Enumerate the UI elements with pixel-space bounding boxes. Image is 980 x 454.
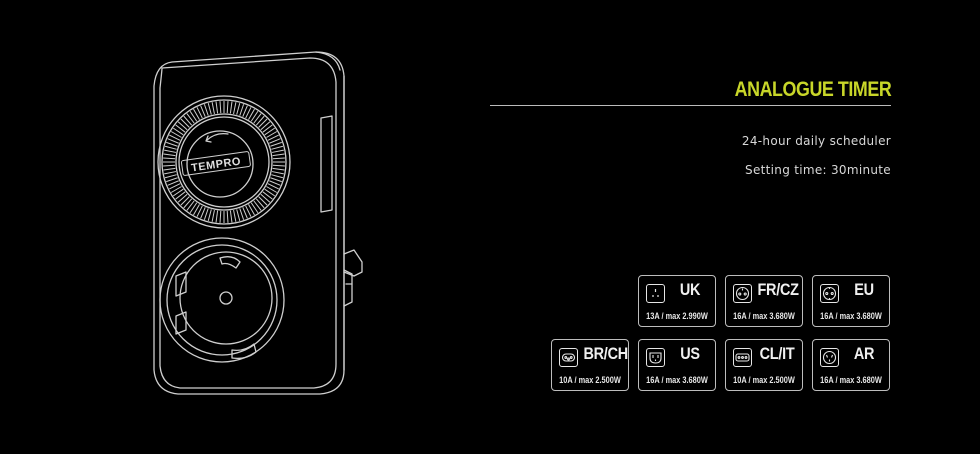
title-divider <box>490 105 891 106</box>
plug-code: AR <box>853 344 875 363</box>
plug-rating: 13A / max 2.990W <box>646 311 708 321</box>
ar-socket-icon <box>820 348 839 367</box>
plug-code: UK <box>679 280 701 299</box>
plug-badge-uk: UK 13A / max 2.990W <box>638 275 716 327</box>
plug-badge-brch: BR/CH 10A / max 2.500W <box>551 339 629 391</box>
plug-rating: 16A / max 3.680W <box>820 375 882 385</box>
plug-rating: 16A / max 3.680W <box>733 311 795 321</box>
plug-rating: 10A / max 2.500W <box>559 375 621 385</box>
uk-socket-icon <box>646 284 665 303</box>
plug-rating: 10A / max 2.500W <box>733 375 795 385</box>
plug-badge-ar: AR 16A / max 3.680W <box>812 339 890 391</box>
plug-code: CL/IT <box>759 344 795 363</box>
plug-badge-us: US 16A / max 3.680W <box>638 339 716 391</box>
br-ch-socket-icon <box>559 348 578 367</box>
page-title: ANALOGUE TIMER <box>734 78 891 101</box>
plug-code: BR/CH <box>583 344 628 363</box>
timer-dial-ticks <box>163 101 285 223</box>
plug-code: US <box>680 344 700 363</box>
plug-code: EU <box>854 280 874 299</box>
us-socket-icon <box>646 348 665 367</box>
fr-cz-socket-icon <box>733 284 752 303</box>
plug-badge-eu: EU 16A / max 3.680W <box>812 275 890 327</box>
plug-badge-frcz: FR/CZ 16A / max 3.680W <box>725 275 803 327</box>
plug-rating: 16A / max 3.680W <box>820 311 882 321</box>
timer-product-illustration: TEMPRO <box>153 51 363 395</box>
spec-scheduler: 24-hour daily scheduler <box>741 134 891 148</box>
eu-socket-icon <box>820 284 839 303</box>
plug-code: FR/CZ <box>757 280 799 299</box>
spec-setting-time: Setting time: 30minute <box>745 163 891 177</box>
cl-it-socket-icon <box>733 348 752 367</box>
plug-badge-clit: CL/IT 10A / max 2.500W <box>725 339 803 391</box>
plug-rating: 16A / max 3.680W <box>646 375 708 385</box>
